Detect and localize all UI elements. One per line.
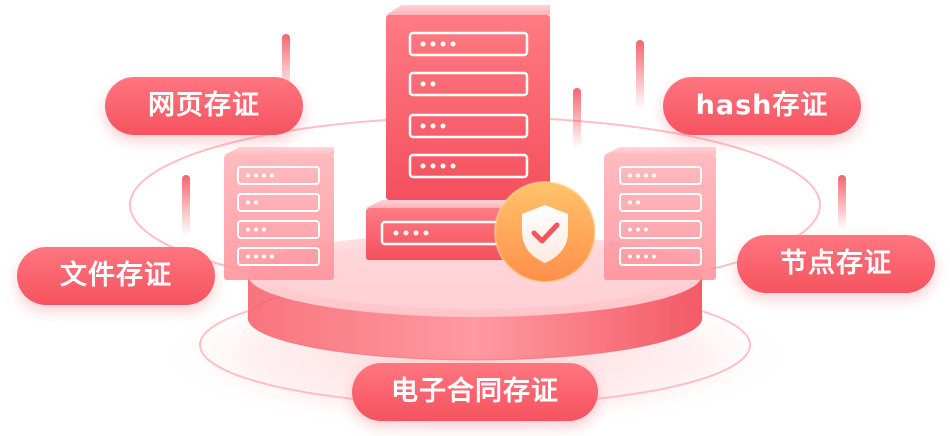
light-bar [636, 40, 644, 110]
label-file-evidence: 文件存证 [17, 247, 215, 305]
server-drawer [366, 200, 522, 260]
label-contract-evidence: 电子合同存证 [352, 363, 598, 421]
label-node-evidence: 节点存证 [737, 235, 935, 293]
label-web-evidence: 网页存证 [105, 77, 303, 135]
light-bar [573, 88, 581, 148]
server-left [224, 147, 334, 280]
label-hash-evidence: hash存证 [663, 77, 861, 135]
server-right [604, 147, 716, 280]
server-main [386, 5, 550, 200]
light-bar [182, 175, 190, 235]
light-bar [838, 175, 846, 230]
shield-check-icon [494, 181, 596, 283]
